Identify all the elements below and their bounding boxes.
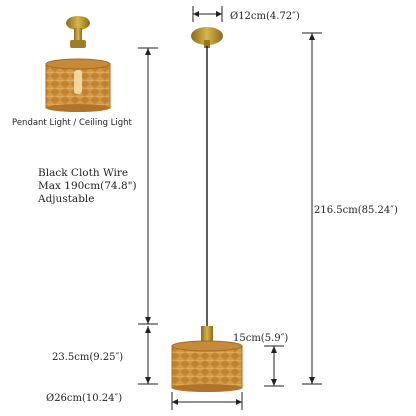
wire-type-label: Black Cloth Wire [38,167,129,179]
stem-small [74,28,82,46]
product-caption: Pendant Light / Ceiling Light [12,118,132,128]
wire-adjustable-label: Adjustable [38,193,95,205]
shade-diameter-label: Ø26cm(10.24″) [46,393,123,404]
canopy-small [66,16,90,30]
socket-small [70,40,86,48]
ceiling-light-illustration [45,16,111,112]
lamp-height-label: 23.5cm(9.25″) [52,352,124,363]
canopy [191,27,223,45]
rattan-shade [171,345,243,389]
bulb-small [74,70,82,94]
shade-height-label: 15cm(5.9″) [233,333,289,344]
arrowheads [145,11,315,405]
total-length-label: 216.5cm(85.24″) [314,205,398,216]
canopy-diameter-label: Ø12cm(4.72″) [230,11,300,22]
wire-max-length-label: Max 190cm(74.8") [38,180,137,192]
pendant-light-illustration [171,27,243,392]
